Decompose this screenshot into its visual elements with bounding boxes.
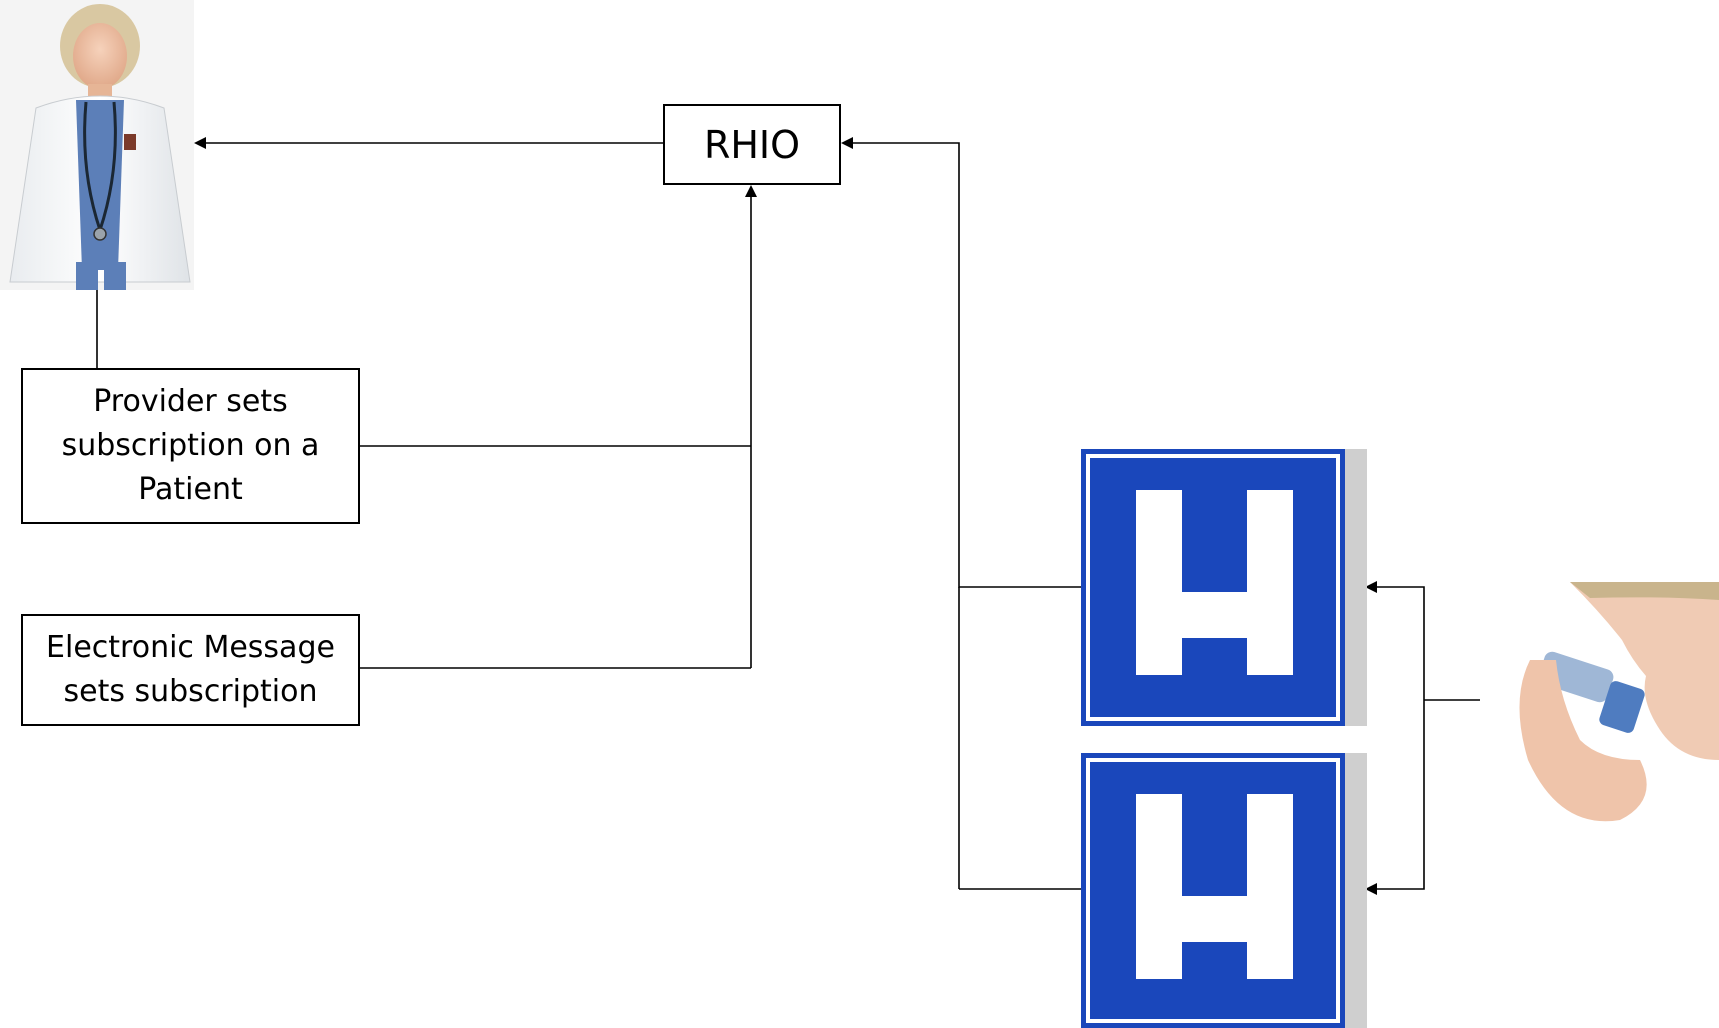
arrow-patient-to-hospital-top xyxy=(1365,581,1425,700)
message-subscription-node: Electronic Message sets subscription xyxy=(21,614,360,726)
arrow-hospitals-to-rhio xyxy=(841,137,1081,588)
provider-subscription-node: Provider sets subscription on a Patient xyxy=(21,368,360,524)
provider-subscription-label: Provider sets subscription on a Patient xyxy=(61,384,320,507)
patient-inhaler-photo-icon xyxy=(1480,582,1719,822)
doctor-photo-icon xyxy=(0,0,194,290)
connectors xyxy=(96,137,1480,895)
hospital-sign-icon xyxy=(1081,753,1367,1028)
hospital-sign-icon xyxy=(1081,449,1367,726)
arrow-patient-to-hospital-bottom xyxy=(1365,700,1425,895)
message-subscription-label: Electronic Message sets subscription xyxy=(46,630,335,709)
rhio-node: RHIO xyxy=(663,104,841,185)
rhio-label: RHIO xyxy=(703,122,801,167)
